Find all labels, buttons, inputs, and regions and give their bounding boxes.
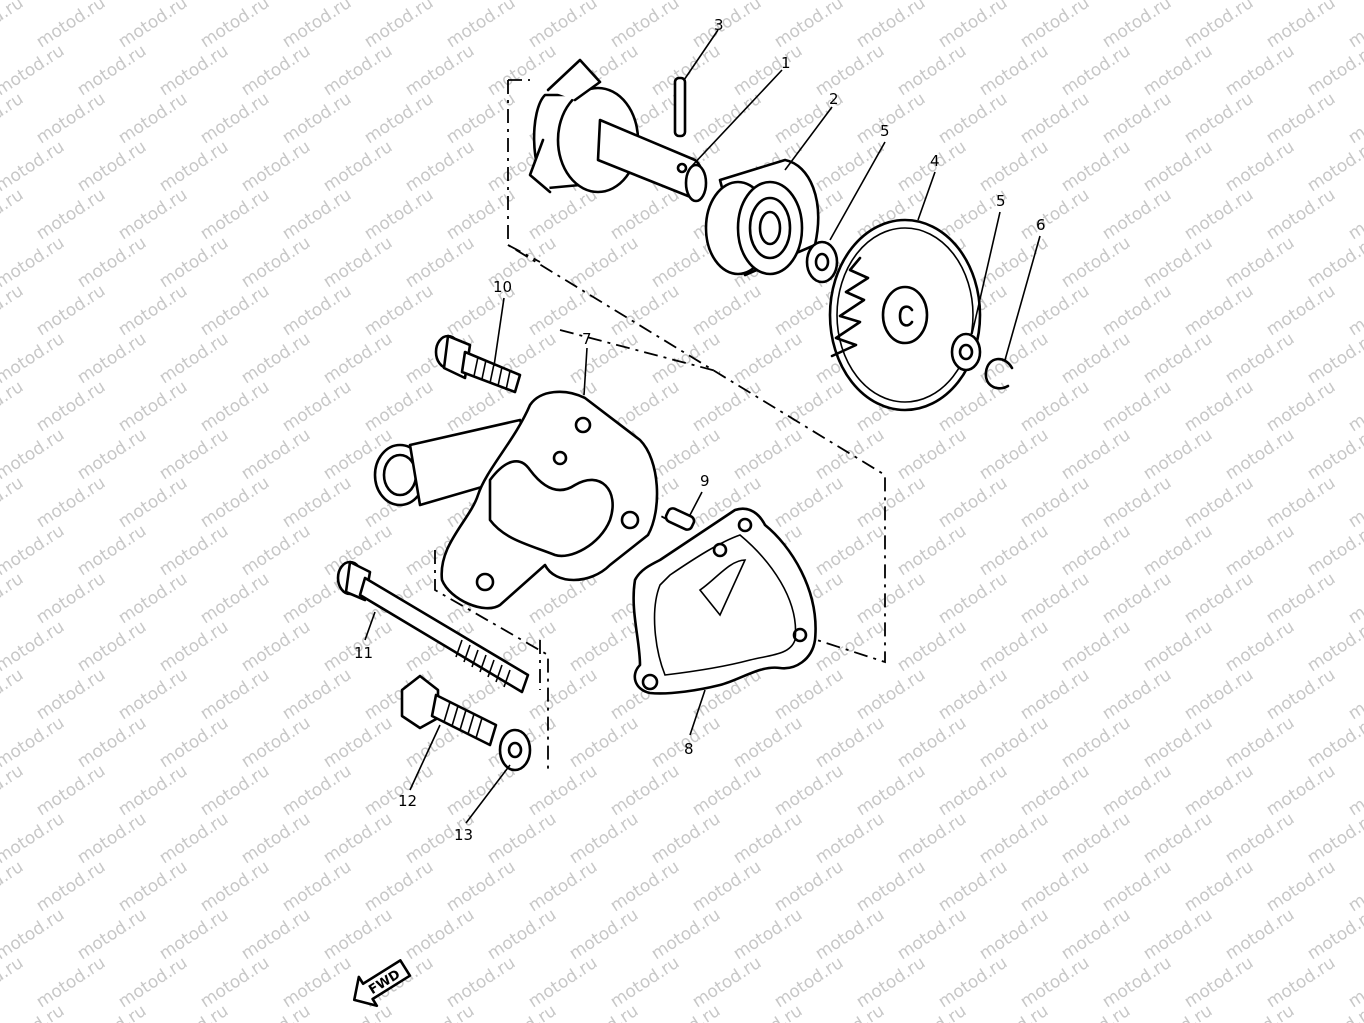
fwd-direction-badge: FWD (352, 959, 412, 1008)
washer-part-13 (498, 728, 532, 772)
washer-part-5b (950, 332, 982, 372)
pump-cover-part-7 (373, 390, 659, 610)
pin-part-3 (673, 76, 687, 138)
impeller-shaft (528, 58, 708, 203)
callout-9: 9 (700, 472, 710, 490)
bolt-part-10 (434, 334, 522, 394)
callout-13: 13 (454, 826, 473, 844)
callout-8: 8 (684, 740, 694, 758)
washer-part-5a (805, 240, 839, 284)
leader-lines (364, 29, 1041, 824)
callout-5a: 5 (880, 122, 890, 140)
callout-7: 7 (582, 330, 592, 348)
callout-10: 10 (493, 278, 512, 296)
callout-labels: 1 2 3 4 5 5 6 7 8 9 10 11 12 13 (354, 16, 1046, 844)
bolt-part-11 (336, 560, 530, 694)
callout-3: 3 (714, 16, 724, 34)
callout-11: 11 (354, 644, 373, 662)
bolt-part-12 (400, 674, 498, 747)
dowel-part-9 (664, 507, 696, 531)
gear-part-4 (828, 218, 982, 412)
callout-4: 4 (930, 152, 940, 170)
callout-5b: 5 (996, 192, 1006, 210)
bearing-part-2 (704, 158, 820, 277)
callout-12: 12 (398, 792, 417, 810)
gasket-part-8 (632, 507, 817, 695)
callout-2: 2 (829, 90, 839, 108)
callout-6: 6 (1036, 216, 1046, 234)
circlip-part-6 (984, 357, 1014, 390)
callout-1: 1 (781, 54, 791, 72)
